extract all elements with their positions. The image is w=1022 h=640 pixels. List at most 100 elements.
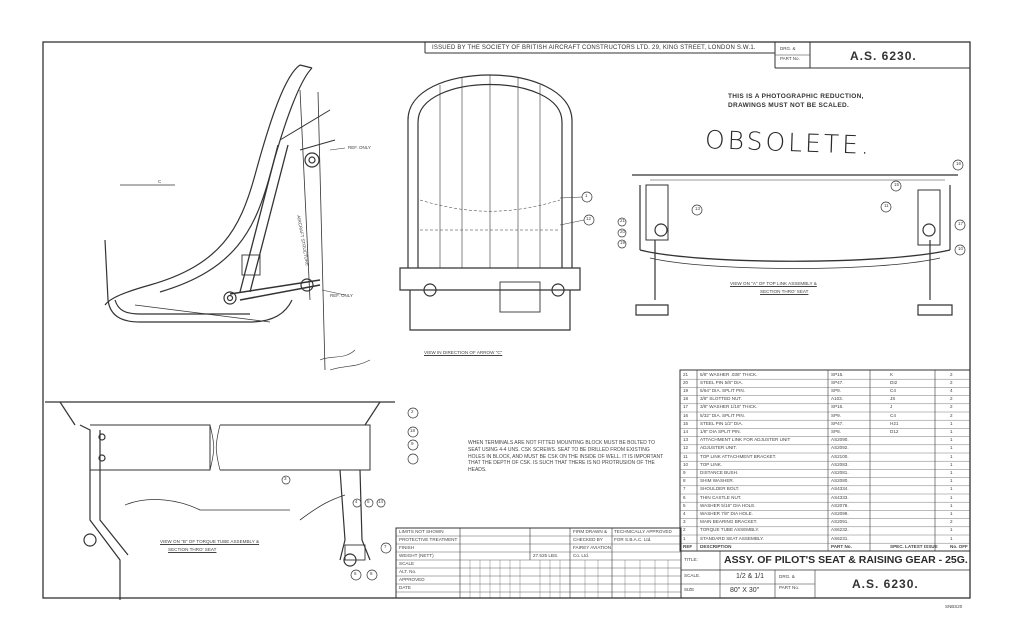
- balloon-13: 13: [695, 206, 701, 211]
- corner-stamp: SNBS20: [945, 604, 963, 609]
- parts-cell-desc: SHOULDER BOLT.: [700, 486, 740, 492]
- parts-cell-qty: 1: [950, 445, 953, 451]
- parts-cell-ref: 18: [683, 396, 689, 402]
- parts-cell-ref: 17: [683, 404, 689, 410]
- balloon-19: 19: [620, 240, 626, 245]
- parts-cell-part: AS2078.: [831, 502, 849, 508]
- balloon-14: 14: [378, 499, 384, 504]
- company-suffix: Co. Ltd.: [573, 553, 590, 558]
- firm-name: FAIREY AVIATION: [573, 545, 612, 550]
- scale-value: 1/2 & 1/1: [736, 573, 765, 580]
- balloon-20: 20: [620, 229, 626, 234]
- section-c-label: C: [158, 179, 162, 184]
- title-drg-label: DRG. &: [779, 574, 795, 579]
- parts-cell-qty: 2: [950, 404, 953, 410]
- approved-label: APPROVED: [399, 577, 425, 582]
- parts-cell-ref: 21: [683, 371, 689, 377]
- parts-cell-qty: 1: [950, 527, 953, 533]
- parts-cell-qty: 1: [950, 469, 953, 475]
- photo-reduction-note: THIS IS A PHOTOGRAPHIC REDUCTION,: [728, 93, 864, 100]
- parts-cell-desc: 3/8" WASHER 1/16" THICK.: [700, 404, 758, 410]
- parts-list-grid: [679, 369, 971, 552]
- scale-title-label: SCALE.: [684, 573, 701, 578]
- title-drawing-number: A.S. 6230.: [852, 577, 919, 591]
- parts-cell-qty: 2: [950, 371, 953, 377]
- balloon-4: 4: [355, 499, 358, 504]
- header-drg-label: DRG. &: [780, 46, 796, 51]
- parts-cell-qty: 1: [950, 486, 953, 492]
- ref-only-label-upper: REF. ONLY: [348, 145, 371, 150]
- parts-cell-desc: TOP LINK ATTACHMENT BRACKET.: [700, 453, 777, 459]
- balloon-18: 18: [410, 428, 416, 433]
- balloon-6: 6: [354, 571, 357, 576]
- parts-cell-part: SP15.: [831, 371, 844, 377]
- drawing-title: ASSY. OF PILOT'S SEAT & RAISING GEAR - 2…: [724, 554, 968, 566]
- weight-value: 27.525 LBS.: [533, 553, 559, 558]
- parts-cell-part: AS2099.: [831, 510, 849, 516]
- parts-header-qty: No. OFF: [950, 543, 968, 549]
- parts-header-desc: DESCRIPTION: [700, 543, 732, 549]
- top-link-view: [617, 159, 966, 316]
- parts-cell-ref: 7: [683, 486, 686, 492]
- parts-header-ref: REF: [683, 543, 693, 549]
- for-sbac-label: FOR S.B.A.C. Ltd.: [614, 537, 652, 542]
- parts-cell-ref: 8: [683, 478, 686, 484]
- tech-approved-label: TECHNICALLY APPROVED: [614, 529, 672, 534]
- checked-by-label: CHECKED BY: [573, 537, 603, 542]
- parts-cell-part: SP47.: [831, 379, 844, 385]
- parts-cell-part: AS2080.: [831, 478, 849, 484]
- parts-cell-qty: 2: [950, 396, 953, 402]
- no-scale-note: DRAWINGS MUST NOT BE SCALED.: [728, 102, 850, 109]
- balloon-17: 17: [958, 221, 964, 226]
- parts-cell-qty: 2: [950, 379, 953, 385]
- title-label: TITLE:: [684, 557, 698, 562]
- balloon-11: 11: [884, 203, 889, 208]
- parts-cell-part: A103.: [831, 396, 844, 402]
- parts-cell-spec: DI2: [890, 379, 898, 385]
- parts-cell-part: SP9.: [831, 387, 841, 393]
- limits-label: LIMITS NOT SHOWN: [399, 529, 444, 534]
- parts-cell-qty: 1: [950, 510, 953, 516]
- parts-cell-part: SP47.: [831, 420, 844, 426]
- protective-label: PROTECTIVE TREATMENT: [399, 537, 458, 542]
- parts-cell-qty: 1: [950, 453, 953, 459]
- parts-cell-ref: 12: [683, 445, 689, 451]
- parts-cell-desc: STEEL PIN 1/2" DIA.: [700, 420, 743, 426]
- parts-cell-spec: H21: [890, 420, 899, 426]
- parts-header-spec: SPEC. LATEST ISSUE: [890, 543, 938, 549]
- parts-cell-part: AS2083.: [831, 461, 849, 467]
- balloon-9-upper: 9: [411, 441, 414, 446]
- parts-cell-part: AS6231.: [831, 535, 849, 541]
- parts-cell-ref: 15: [683, 420, 689, 426]
- link-view-caption-2: SECTION THRO' SEAT: [760, 289, 809, 294]
- parts-cell-spec: JS: [890, 396, 896, 402]
- parts-cell-qty: 1: [950, 535, 953, 541]
- parts-cell-spec: C4: [890, 412, 896, 418]
- parts-cell-desc: DISTANCE BUSH.: [700, 469, 739, 475]
- balloon-15: 15: [894, 182, 900, 187]
- parts-cell-desc: WASHER 7/8" DIA HOLE.: [700, 510, 754, 516]
- balloon-7: 7: [384, 544, 387, 549]
- parts-cell-ref: 5: [683, 502, 686, 508]
- balloon-16: 16: [956, 161, 962, 166]
- parts-cell-desc: ADJUSTER UNIT.: [700, 445, 738, 451]
- balloon-5: 5: [367, 499, 370, 504]
- weight-label: WEIGHT (NETT): [399, 553, 434, 558]
- parts-cell-ref: 13: [683, 437, 689, 443]
- parts-cell-ref: 10: [683, 461, 689, 467]
- balloon-2: 2: [411, 409, 414, 414]
- parts-cell-desc: WASHER 5/16" DIA HOLE.: [700, 502, 756, 508]
- parts-cell-desc: 3/8" SLOTTED NUT.: [700, 396, 742, 402]
- parts-cell-part: AS2100.: [831, 453, 849, 459]
- seat-side-view: [104, 64, 371, 371]
- torque-tube-view: [45, 401, 419, 600]
- parts-cell-desc: TOP LINK.: [700, 461, 723, 467]
- parts-cell-ref: 19: [683, 387, 689, 393]
- parts-cell-part: AS2091.: [831, 519, 849, 525]
- parts-cell-part: AS4334.: [831, 486, 849, 492]
- parts-cell-spec: C4: [890, 387, 896, 393]
- balloon-8: 8: [370, 571, 373, 576]
- header-part-label: PART No.: [780, 56, 800, 61]
- parts-cell-desc: STEEL PIN 5/8" DIA.: [700, 379, 743, 385]
